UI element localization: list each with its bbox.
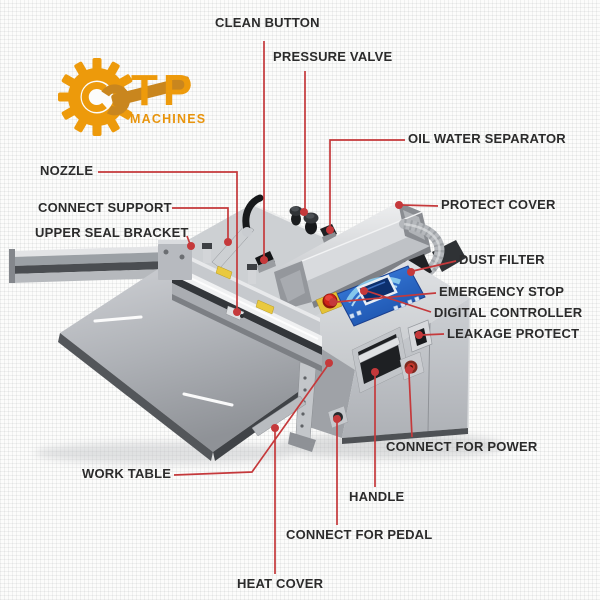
brand-logo: TP MACHINES (58, 58, 206, 136)
label-connect-support: CONNECT SUPPORT (38, 200, 172, 215)
label-protect-cover: PROTECT COVER (441, 197, 556, 212)
rear-rail-part (9, 246, 168, 283)
logo-letters: TP (131, 66, 197, 115)
warning-stickers (215, 265, 275, 315)
label-handle: HANDLE (349, 489, 405, 504)
wrench-icon (101, 76, 191, 116)
label-connect-for-pedal: CONNECT FOR PEDAL (286, 527, 433, 542)
seal-bar-part (168, 246, 322, 372)
label-connect-for-power: CONNECT FOR POWER (386, 439, 538, 454)
label-digital-controller: DIGITAL CONTROLLER (434, 305, 583, 320)
leader-lines (98, 41, 457, 574)
pressure-valve-part (289, 206, 319, 235)
pointer-dots (187, 201, 423, 432)
connect-support-part (202, 194, 264, 284)
label-pressure-valve: PRESSURE VALVE (273, 49, 393, 64)
protect-cover-part (274, 202, 431, 310)
label-nozzle: NOZZLE (40, 163, 94, 178)
label-oil-water-separator: OIL WATER SEPARATOR (408, 131, 566, 146)
label-work-table: WORK TABLE (82, 466, 172, 481)
handle-part (351, 326, 409, 394)
label-emergency-stop: EMERGENCY STOP (439, 284, 565, 299)
label-leakage-protect: LEAKAGE PROTECT (447, 326, 580, 341)
logo-brand-text: MACHINES (130, 112, 206, 126)
label-dust-filter: DUST FILTER (459, 252, 545, 267)
label-heat-cover: HEAT COVER (237, 576, 324, 591)
upper-seal-bracket-part (158, 240, 192, 280)
label-upper-seal-bracket: UPPER SEAL BRACKET (35, 225, 189, 240)
label-clean-button: CLEAN BUTTON (215, 15, 320, 30)
